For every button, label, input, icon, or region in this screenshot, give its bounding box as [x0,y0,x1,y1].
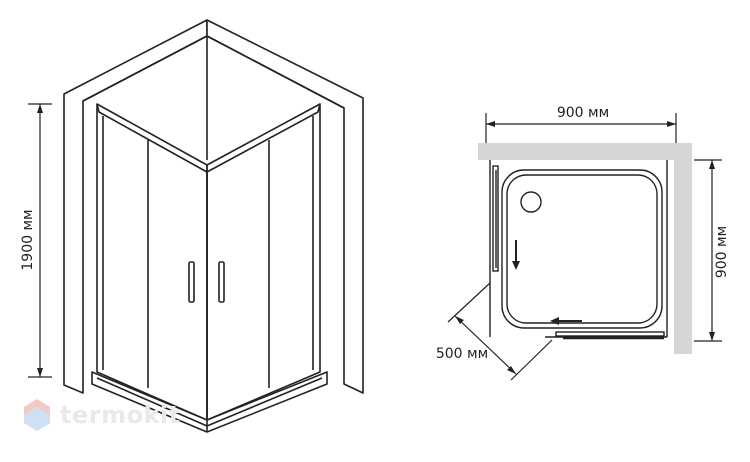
entry-dimension [447,282,553,381]
width-arrow-left [486,121,495,127]
hexagon-logo-icon [24,399,50,431]
width-label: 900 мм [557,105,609,121]
plan-drain [520,191,542,213]
left-wall-panel [63,19,208,394]
height-arrow-top [37,104,43,113]
enclosure-top-rail-left [96,103,208,173]
right-door-handle [218,261,225,303]
depth-dimension [694,159,722,342]
width-arrow-right [667,121,676,127]
left-door-handle [188,261,195,303]
wall-inner-edge-right [206,35,345,109]
wall-inner-edge-left [82,35,208,102]
entry-label: 500 мм [436,346,488,362]
shower-isometric-view [63,19,364,433]
plan-tray-outer [501,169,663,329]
depth-arrow-bottom [709,332,715,341]
depth-label: 900 мм [714,226,730,278]
height-label: 1900 мм [20,209,36,270]
entry-arrow-top [455,316,464,324]
logo-wordmark: termokit [60,401,181,429]
left-door-slide-arrow-head [512,261,520,270]
entry-ext-top [447,282,491,323]
shower-plan-view: 900 мм 900 мм 500 мм [436,105,730,381]
right-wall-panel [206,19,364,394]
entry-dim-line [454,315,517,375]
depth-arrow-top [709,160,715,169]
termokit-logo: termokit [22,398,181,432]
front-door-slide-arrow-head [550,317,559,325]
entry-arrow-bottom [507,366,516,374]
enclosure-top-rail-right [206,103,321,173]
width-dimension [485,113,677,143]
entry-ext-bottom [510,339,553,381]
height-arrow-bottom [37,368,43,377]
sliding-arrows [512,240,582,325]
height-dimension [28,103,52,378]
tray-inner-right [206,377,323,427]
plan-front-door [555,331,665,337]
tray-inner-left [96,377,208,427]
plan-tray-inner [506,174,658,324]
